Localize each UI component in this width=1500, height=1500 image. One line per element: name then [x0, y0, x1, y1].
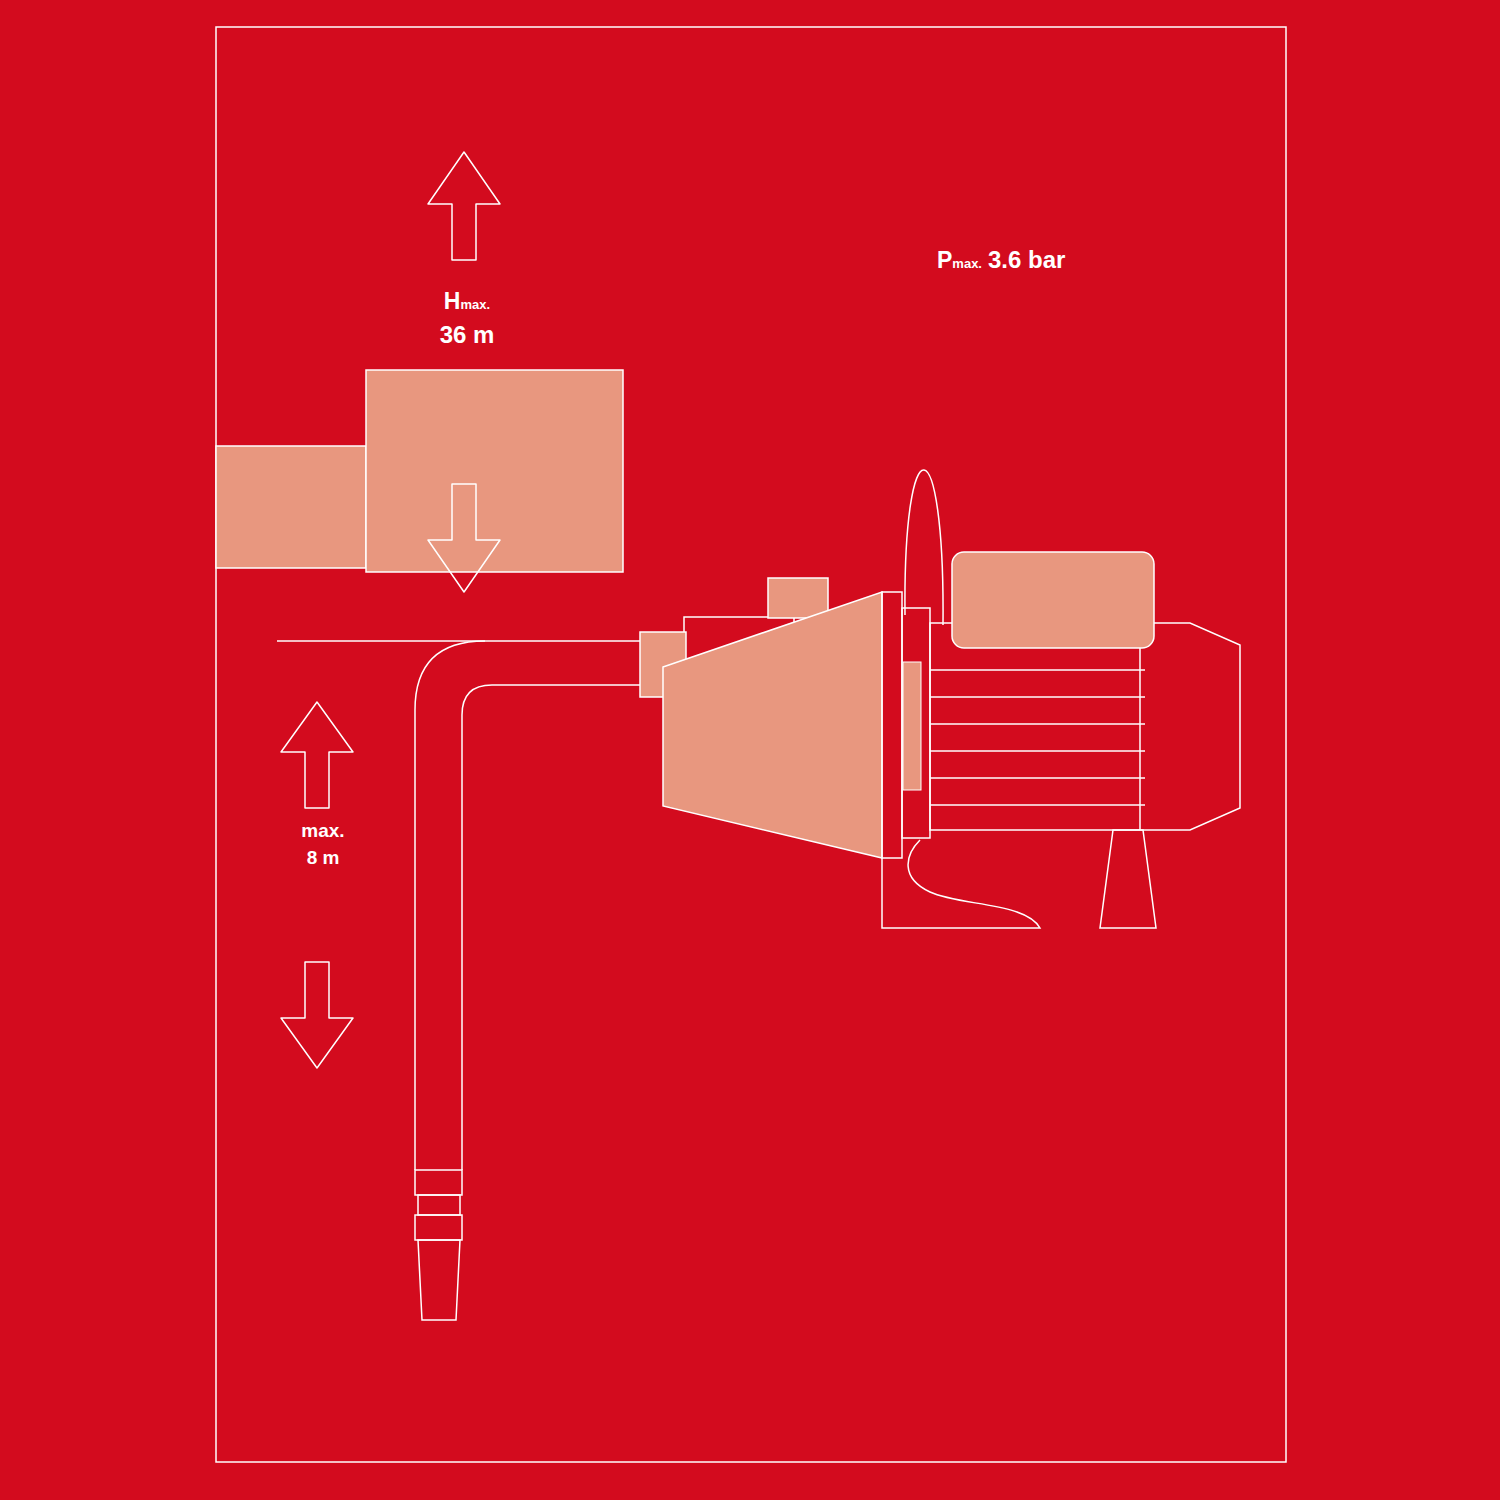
down-arrow — [281, 962, 353, 1068]
suction-value: 8 m — [307, 848, 340, 867]
foot-valve — [418, 1240, 460, 1320]
handle — [905, 470, 943, 625]
up-arrow — [428, 152, 500, 260]
terminal-box — [952, 552, 1154, 648]
level-line — [277, 640, 485, 642]
tank — [366, 370, 623, 572]
hose-fitting — [415, 1215, 462, 1240]
tank-side — [216, 446, 366, 568]
motor — [930, 623, 1240, 830]
pump-housing — [663, 592, 882, 858]
flange — [882, 592, 902, 858]
flange — [903, 662, 921, 790]
suction-hose — [462, 685, 640, 1170]
frame — [216, 27, 1286, 1462]
suction-hose — [415, 641, 640, 1170]
hose-fitting — [415, 1170, 462, 1195]
hose-fitting — [418, 1195, 460, 1215]
rear-foot — [1100, 830, 1156, 928]
front-foot — [882, 840, 1040, 928]
up-arrow — [281, 702, 353, 808]
flange — [902, 608, 930, 838]
pressure-label: Pmax. — [937, 249, 982, 272]
fill-plug — [768, 578, 828, 618]
height-value: 36 m — [440, 323, 495, 347]
height-label: Hmax. — [444, 290, 490, 313]
suction-label: max. — [301, 821, 344, 840]
pressure-value: 3.6 bar — [988, 248, 1065, 272]
down-arrow — [428, 484, 500, 592]
cooling-fins — [930, 648, 1145, 830]
